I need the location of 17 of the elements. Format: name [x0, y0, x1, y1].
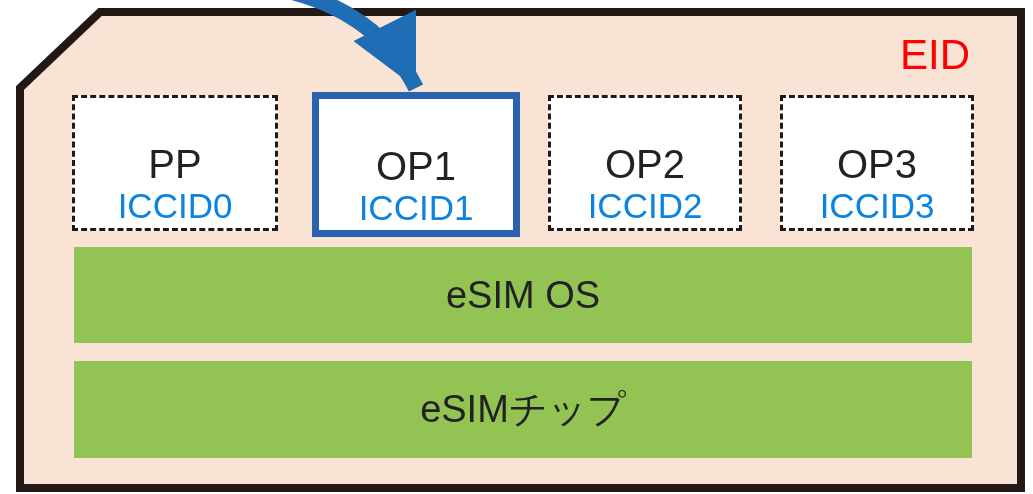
eid-label: EID	[900, 32, 970, 78]
profile-box	[780, 95, 974, 231]
iccid-label: ICCID3	[819, 186, 935, 226]
profile-name: PP	[148, 142, 202, 186]
layer-label: eSIM OS	[445, 273, 601, 317]
profile-box	[312, 92, 520, 237]
profile-name: OP3	[836, 142, 917, 186]
layer-label: eSIMチップ	[420, 387, 626, 432]
profile-name: OP2	[604, 142, 685, 186]
profile-box	[72, 95, 278, 231]
profile-name: OP1	[375, 144, 456, 188]
iccid-label: ICCID1	[358, 188, 474, 228]
iccid-label: ICCID0	[117, 186, 233, 226]
layer-bar	[74, 247, 972, 343]
iccid-label: ICCID2	[587, 186, 703, 226]
layer-bar	[74, 361, 972, 458]
profile-box	[548, 95, 742, 231]
